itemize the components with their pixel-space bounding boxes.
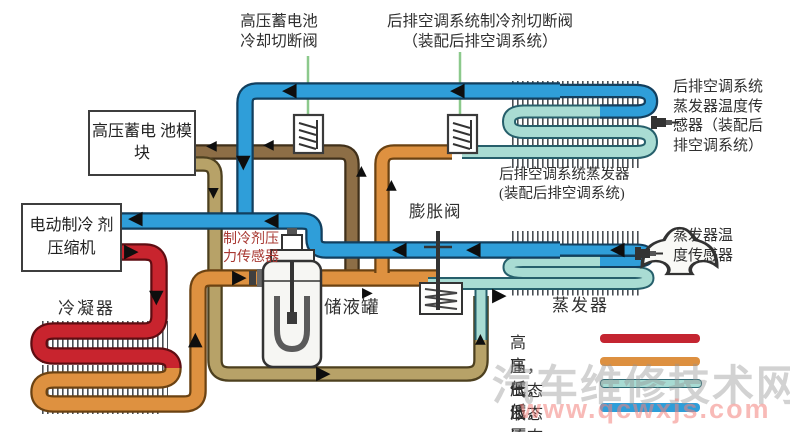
reservoir-label: 储液罐 [324, 297, 380, 317]
battery-module-box: 高压蓄电 池模块 [88, 110, 196, 176]
suction-pipes-blue [118, 82, 659, 268]
legend-label: 高压，液态 [510, 358, 545, 423]
flow-arrow-up-icon: ▲ [475, 331, 486, 347]
flow-arrow-down-icon: ▼ [236, 151, 251, 173]
flow-arrow-left-icon: ◀ [264, 209, 279, 231]
flow-arrow-left-icon: ◀ [263, 137, 274, 153]
flow-arrow-right-icon: ▶ [232, 266, 247, 288]
rear-ac-valve-label: 后排空调系统制冷剂切断阀 （装配后排空调系统） [386, 13, 573, 51]
compressor-label: 电动制冷 剂压缩机 [29, 217, 114, 257]
rear-evaporator-label: 后排空调系统蒸发器 (装配后排空调系统) [499, 167, 630, 202]
flow-arrow-left-icon: ◀ [206, 138, 217, 154]
legend-label: 低压，气态 [510, 404, 543, 432]
flow-arrow-down-icon: ▼ [149, 286, 164, 308]
flow-arrow-left-icon: ◀ [392, 238, 407, 260]
legend-swatch-lp-liquid [600, 379, 702, 388]
flow-arrow-down-icon: ▼ [208, 185, 219, 201]
compressor-box: 电动制冷 剂压缩机 [21, 203, 122, 272]
condenser-label: 冷凝器 [58, 299, 115, 318]
legend-swatch-hp-gas [600, 334, 700, 343]
battery-supply-pipe [189, 144, 360, 274]
flow-arrow-up-icon: ▲ [356, 163, 367, 179]
watermark-site-url: www.qcwxjs.com [520, 394, 771, 424]
legend-swatch-lp-gas [600, 403, 700, 412]
flow-arrow-up-icon: ▲ [188, 328, 203, 350]
rear-ac-cutoff-valve-icon [446, 113, 479, 155]
evaporator-coil-teal [428, 255, 655, 290]
flow-arrow-right-icon: ▶ [124, 240, 139, 262]
rear-evaporator-coil-teal [462, 104, 659, 159]
pressure-sensor-label: 制冷剂压 力传感器 [223, 232, 279, 266]
compressor-discharge-pipe [30, 243, 182, 369]
flow-arrow-right-icon: ▶ [362, 285, 373, 301]
flow-arrow-left-icon: ◀ [450, 79, 465, 101]
expansion-valve-label: 膨胀阀 [409, 202, 462, 221]
receiver-drier-icon [249, 228, 323, 369]
rear-evap-temp-sensor-icon [651, 116, 679, 129]
watermark-site-name: 汽车维修技术网 [492, 364, 790, 410]
flow-arrow-up-icon: ▲ [386, 177, 397, 193]
expansion-valve-icon [419, 226, 719, 315]
evaporator-label: 蒸发器 [552, 296, 609, 315]
flow-arrow-left-icon: ◀ [282, 79, 297, 101]
liquid-line-pipe [30, 144, 452, 413]
battery-valve-label: 高压蓄电池 冷却切断阀 [240, 13, 318, 51]
rear-evap-sensor-label: 后排空调系统 蒸发器温度传 感器（装配后 排空调系统） [673, 79, 764, 154]
flow-arrow-left-icon: ◀ [128, 207, 143, 229]
battery-cutoff-valve-icon [292, 113, 325, 155]
evap-sensor-label: 蒸发器温 度传感器 [673, 228, 734, 264]
flow-arrow-left-icon: ◀ [466, 238, 481, 260]
evap-temp-sensor-icon [635, 247, 663, 260]
flow-arrow-right-icon: ▶ [492, 284, 507, 306]
legend-label: 低压，液态 [510, 381, 545, 432]
flow-arrow-right-icon: ▶ [316, 362, 331, 384]
flow-arrow-left-icon: ◀ [610, 238, 625, 260]
battery-module-label: 高压蓄电 池模块 [91, 122, 192, 162]
legend-swatch-hp-liquid [600, 357, 700, 366]
legend-label: 高压，气态 [510, 335, 545, 400]
battery-return-pipe [189, 156, 489, 382]
